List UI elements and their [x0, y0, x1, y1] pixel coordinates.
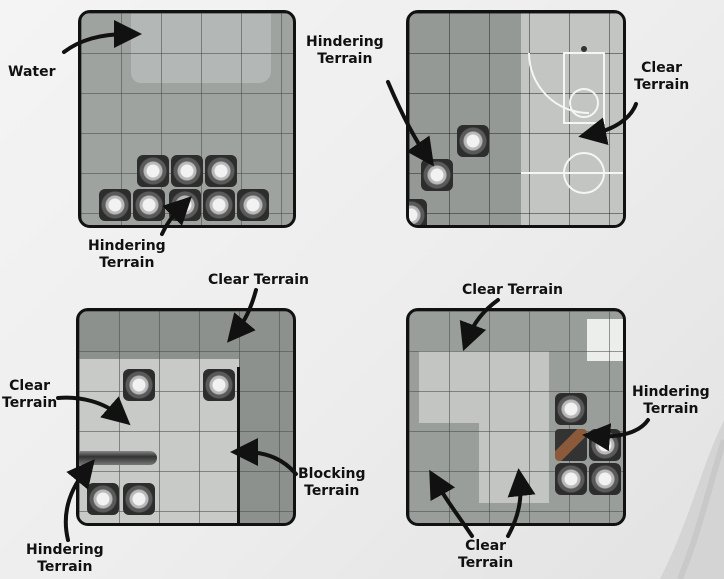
hindering-bush — [457, 125, 489, 157]
hindering-bush — [555, 393, 587, 425]
hindering-bush — [203, 369, 235, 401]
label-p2-clear: Clear Terrain — [634, 60, 689, 94]
label-p4-clear-top: Clear Terrain — [462, 282, 563, 299]
label-p4-clear-bottom: Clear Terrain — [458, 538, 513, 572]
map-panel-court — [406, 10, 626, 228]
label-p1-hindering: Hindering Terrain — [88, 238, 166, 272]
hindering-bush — [406, 199, 427, 228]
hindering-bush — [169, 189, 201, 221]
map-panel-water — [78, 10, 296, 228]
label-p3-blocking: Blocking Terrain — [298, 466, 365, 500]
label-p2-hindering: Hindering Terrain — [306, 34, 384, 68]
hindering-log — [555, 429, 587, 461]
hindering-bush — [589, 429, 621, 461]
hindering-bush — [123, 483, 155, 515]
label-p4-hindering: Hindering Terrain — [632, 384, 710, 418]
hindering-log — [79, 451, 157, 465]
map-panel-clear — [406, 308, 626, 526]
hindering-bush — [171, 155, 203, 187]
map-panel-blocking — [76, 308, 296, 526]
hindering-bush — [589, 463, 621, 495]
label-water: Water — [8, 64, 55, 81]
hindering-bush — [421, 159, 453, 191]
hindering-bush — [203, 189, 235, 221]
label-p3-clear-left: Clear Terrain — [2, 378, 57, 412]
court-markings — [409, 13, 626, 228]
label-p3-clear-top: Clear Terrain — [208, 272, 309, 289]
hindering-bush — [555, 463, 587, 495]
hindering-bush — [99, 189, 131, 221]
hindering-bush — [205, 155, 237, 187]
hindering-bush — [237, 189, 269, 221]
hindering-bush — [87, 483, 119, 515]
blocking-wall — [237, 367, 240, 526]
hindering-bush — [133, 189, 165, 221]
hindering-bush — [137, 155, 169, 187]
label-p3-hindering: Hindering Terrain — [26, 542, 104, 576]
hindering-bush — [123, 369, 155, 401]
